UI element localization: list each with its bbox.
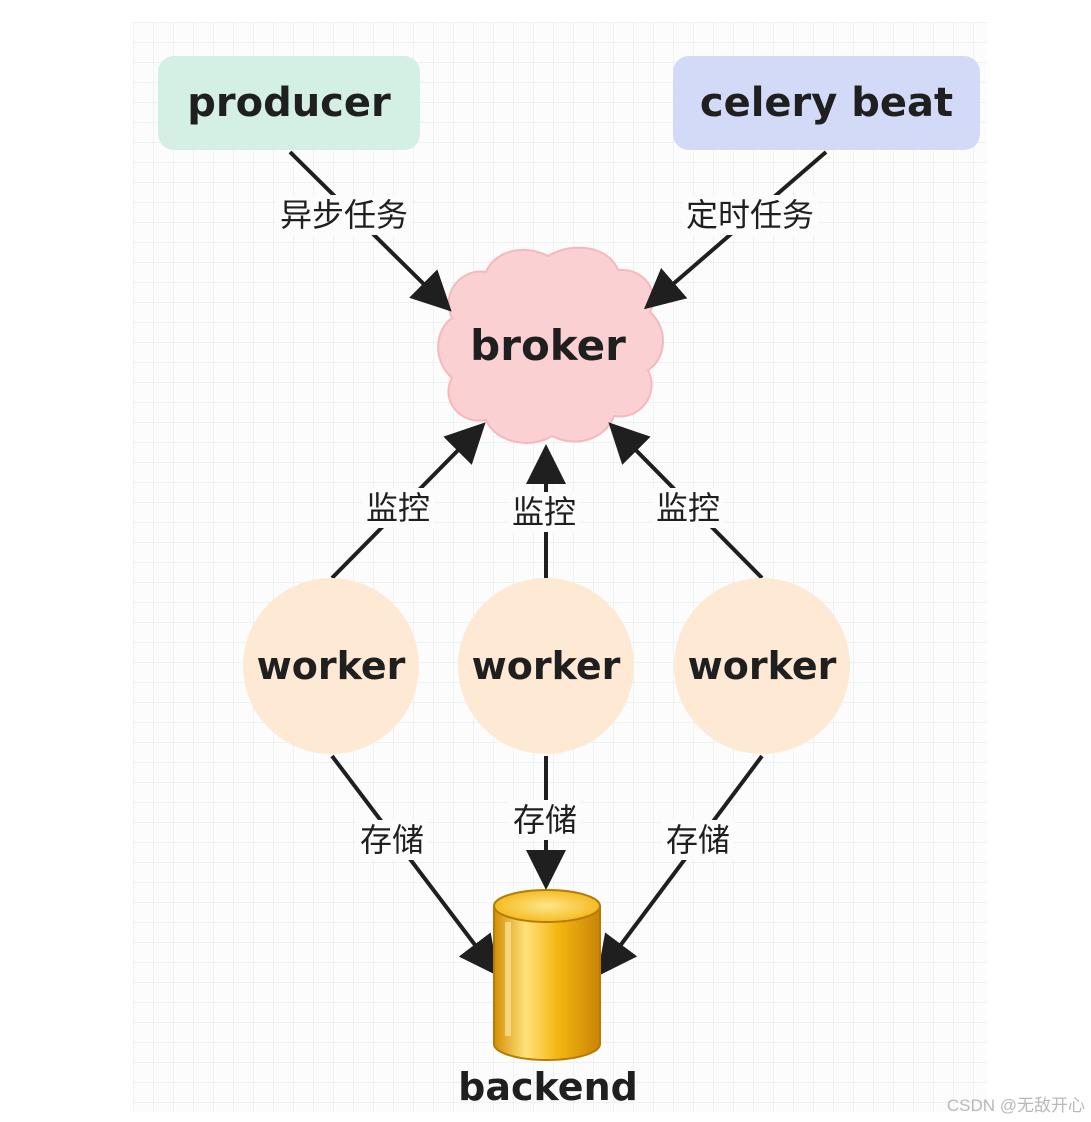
backend-label: backend xyxy=(458,1065,638,1109)
producer-node: producer xyxy=(158,56,420,150)
arrow-worker3-to-backend xyxy=(597,754,764,977)
worker-node: worker xyxy=(674,578,850,754)
grid-background xyxy=(133,22,987,1112)
watermark: CSDN @无敌开心 xyxy=(946,1096,1085,1115)
broker-label: broker xyxy=(470,321,626,370)
edge-label-async-task: 异步任务 xyxy=(276,195,413,235)
worker-label: worker xyxy=(471,644,621,688)
edge-label-monitor: 监控 xyxy=(652,488,725,528)
edge-label-store: 存储 xyxy=(662,820,735,860)
worker-node: worker xyxy=(243,578,419,754)
edge-label-monitor: 监控 xyxy=(508,492,581,532)
edge-label-store: 存储 xyxy=(509,800,582,840)
celery-beat-label: celery beat xyxy=(699,80,954,126)
edge-label-monitor: 监控 xyxy=(362,488,435,528)
edge-label-scheduled-task: 定时任务 xyxy=(682,195,819,235)
producer-label: producer xyxy=(187,80,391,126)
backend-database-icon xyxy=(493,889,601,1061)
arrow-worker1-to-backend xyxy=(330,754,499,977)
worker-node: worker xyxy=(458,578,634,754)
celery-beat-node: celery beat xyxy=(673,56,980,150)
worker-label: worker xyxy=(256,644,406,688)
edge-label-store: 存储 xyxy=(356,820,429,860)
worker-label: worker xyxy=(687,644,837,688)
